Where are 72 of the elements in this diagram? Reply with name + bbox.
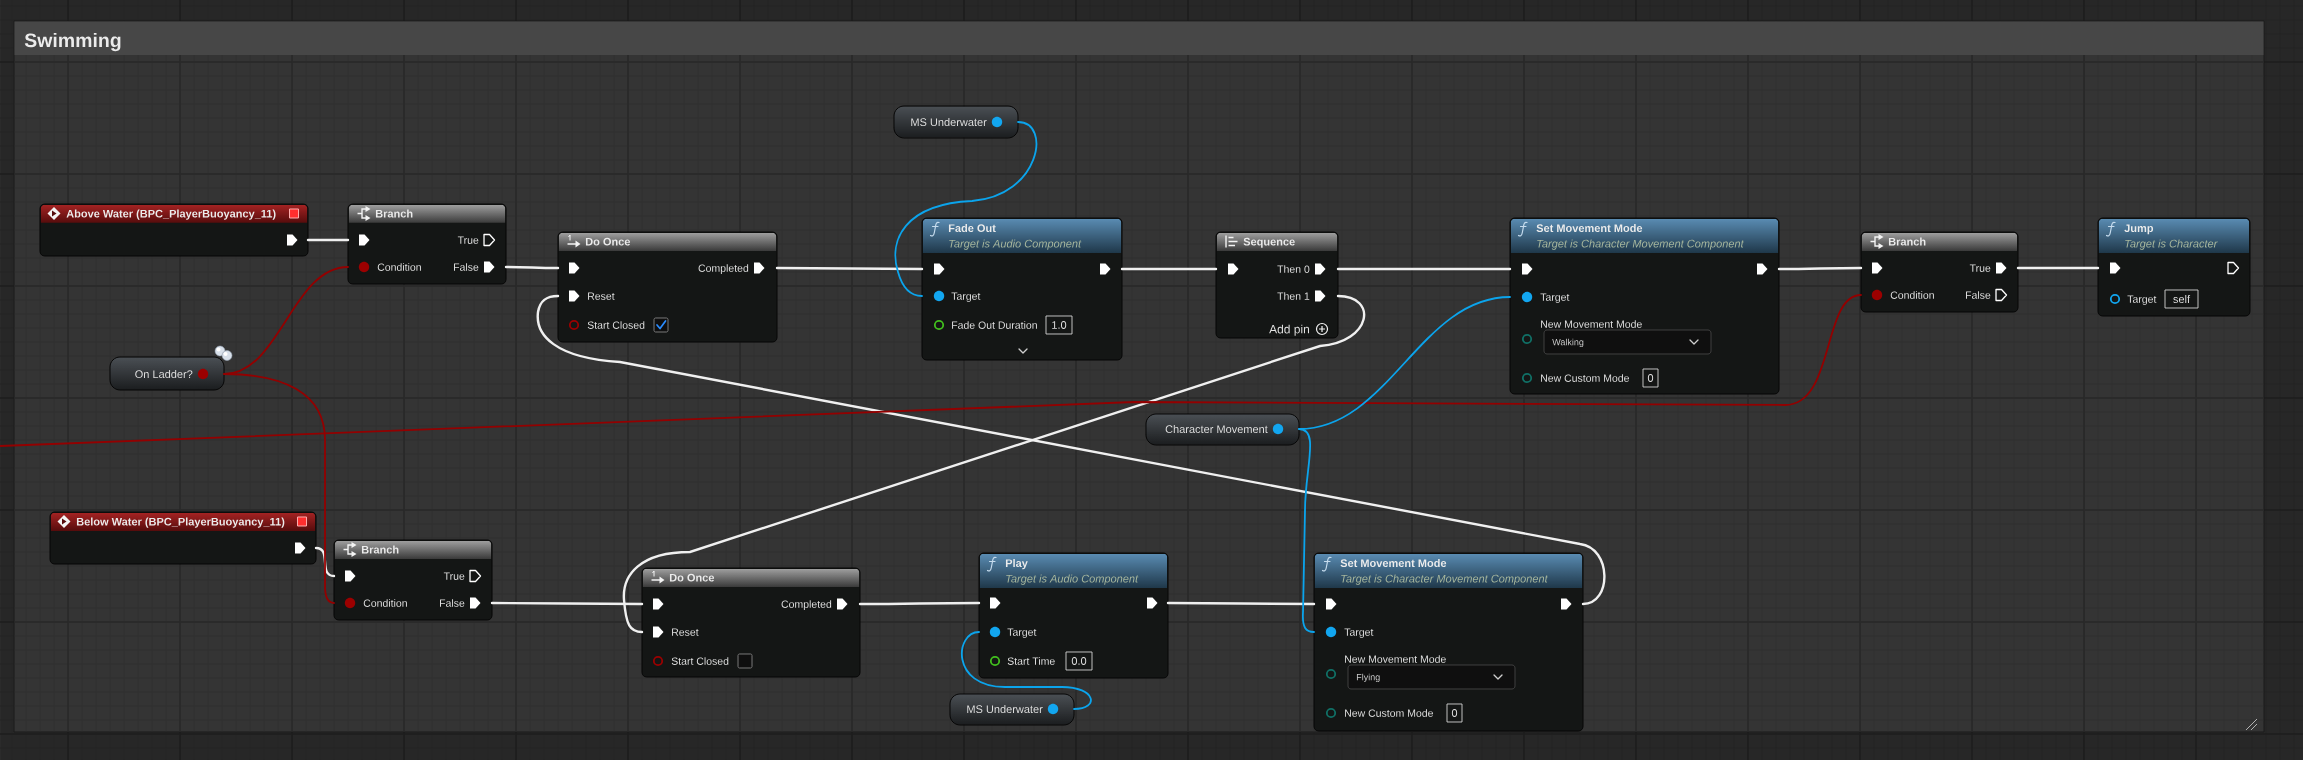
pin-label: False (1966, 291, 1991, 299)
function-node (1509, 217, 1780, 395)
pin-label: Reset (588, 292, 615, 300)
node-subtitle: Target is Character (2125, 239, 2218, 250)
node-title: Sequence (1243, 237, 1295, 248)
function-node (978, 552, 1169, 679)
function-node (1313, 552, 1584, 732)
function-node (2097, 217, 2251, 317)
pin-label: Target (2127, 295, 2157, 305)
blueprint-node (1860, 231, 2019, 313)
pin-label: Condition (363, 599, 407, 607)
pin-label: New Custom Mode (1541, 374, 1629, 382)
pin-label: Then 0 (1277, 265, 1310, 273)
node-title: Set Movement Mode (1536, 224, 1643, 233)
blueprint-node (333, 539, 493, 621)
node-subtitle: Target is Audio Component (1006, 574, 1139, 585)
pin-label: New Movement Mode (1345, 655, 1446, 663)
node-title: Below Water (BPC_PlayerBuoyancy_11) (76, 517, 285, 528)
function-node (921, 217, 1123, 361)
pin-label: Start Closed (587, 321, 645, 329)
variable-node: MS Underwater (893, 105, 1019, 139)
node-title: Do Once (669, 573, 715, 582)
node-title: Play (1005, 559, 1028, 570)
pin-label: Add pin (1269, 324, 1309, 336)
node-title: Above Water (BPC_PlayerBuoyancy_11) (66, 209, 276, 220)
pin-label: Target (951, 292, 981, 302)
variable-node: MS Underwater (949, 693, 1075, 726)
pin-label: Reset (672, 628, 699, 636)
pin-label: True (443, 572, 465, 580)
node-title: Branch (361, 545, 399, 554)
node-subtitle: Target is Character Movement Component (1341, 574, 1548, 585)
pin-label: Completed (698, 264, 749, 274)
pin-label: Target (1007, 628, 1037, 638)
blueprint-node (557, 231, 778, 343)
event-node (39, 203, 309, 257)
pin-label: Then 1 (1277, 292, 1310, 300)
input-field: 0.0 (1065, 651, 1093, 671)
variable-node: Character Movement (1145, 413, 1300, 446)
pin-label: True (1969, 264, 1991, 272)
pin-label: Completed (781, 600, 832, 610)
pin-label: Condition (1890, 291, 1934, 299)
node-title: Do Once (585, 237, 631, 246)
pin-label: New Custom Mode (1345, 709, 1433, 717)
pin-label: Fade Out Duration (952, 321, 1037, 329)
pin-label: New Movement Mode (1541, 320, 1642, 328)
input-field: 0 (1642, 368, 1659, 388)
node-title: Branch (375, 209, 413, 218)
node-subtitle: Target is Character Movement Component (1537, 239, 1744, 250)
variable-node: On Ladder? (109, 356, 225, 391)
input-field: self (2164, 289, 2199, 309)
blueprint-node (347, 203, 507, 285)
blueprint-node (641, 567, 861, 678)
blueprint-node (1215, 231, 1339, 339)
node-title: Fade Out (948, 224, 996, 233)
pin-label: False (454, 263, 479, 271)
comment-title: Swimming (24, 32, 121, 52)
pin-label: Start Time (1007, 657, 1055, 665)
pin-label: Condition (377, 263, 421, 271)
node-title: Jump (2124, 224, 2154, 235)
pin-label: False (440, 599, 465, 607)
pin-label: Target (1540, 293, 1570, 303)
node-title: Set Movement Mode (1340, 559, 1447, 568)
pin-label: Start Closed (671, 657, 729, 665)
node-subtitle: Target is Audio Component (949, 239, 1082, 250)
event-node (49, 511, 317, 565)
node-title: Branch (1888, 237, 1926, 246)
pin-label: True (457, 236, 479, 244)
input-field: 0 (1446, 703, 1463, 723)
input-field: 1.0 (1045, 315, 1073, 335)
pin-label: Target (1344, 628, 1374, 638)
dropdown: Flying (1347, 664, 1516, 690)
dropdown: Walking (1543, 329, 1712, 355)
